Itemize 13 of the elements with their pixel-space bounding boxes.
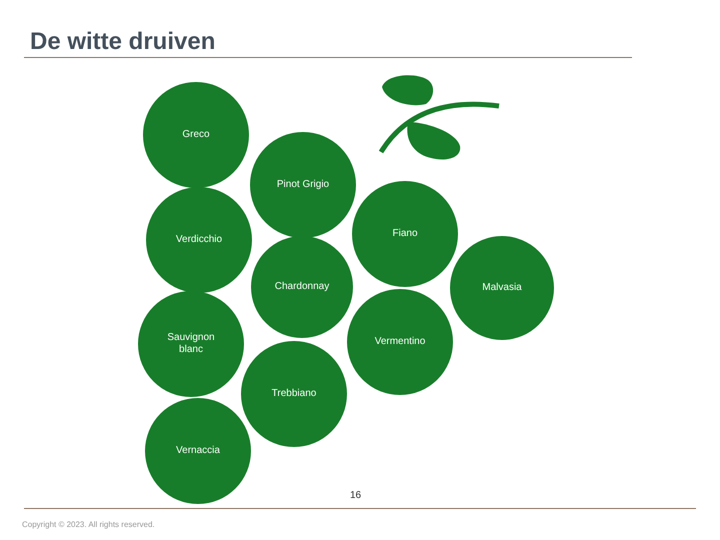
copyright-note: Copyright © 2023. All rights reserved. <box>22 520 155 529</box>
page-number: 16 <box>350 490 362 501</box>
grape-name: Verdicchio <box>176 234 222 246</box>
slide-title: De witte druiven <box>30 28 216 56</box>
grape-name: Sauvignon blanc <box>166 332 216 356</box>
grape-name: Vernaccia <box>176 444 220 458</box>
grape-name: Greco <box>182 128 210 142</box>
grape-name: Fiano <box>392 228 418 240</box>
grape-name: Chardonnay <box>274 280 330 294</box>
grape-name: Trebbiano <box>272 388 316 400</box>
grape-name: Pinot Grigio <box>276 178 330 192</box>
grape-name: Vermentino <box>374 336 426 348</box>
grape-name: Malvasia <box>482 282 522 294</box>
